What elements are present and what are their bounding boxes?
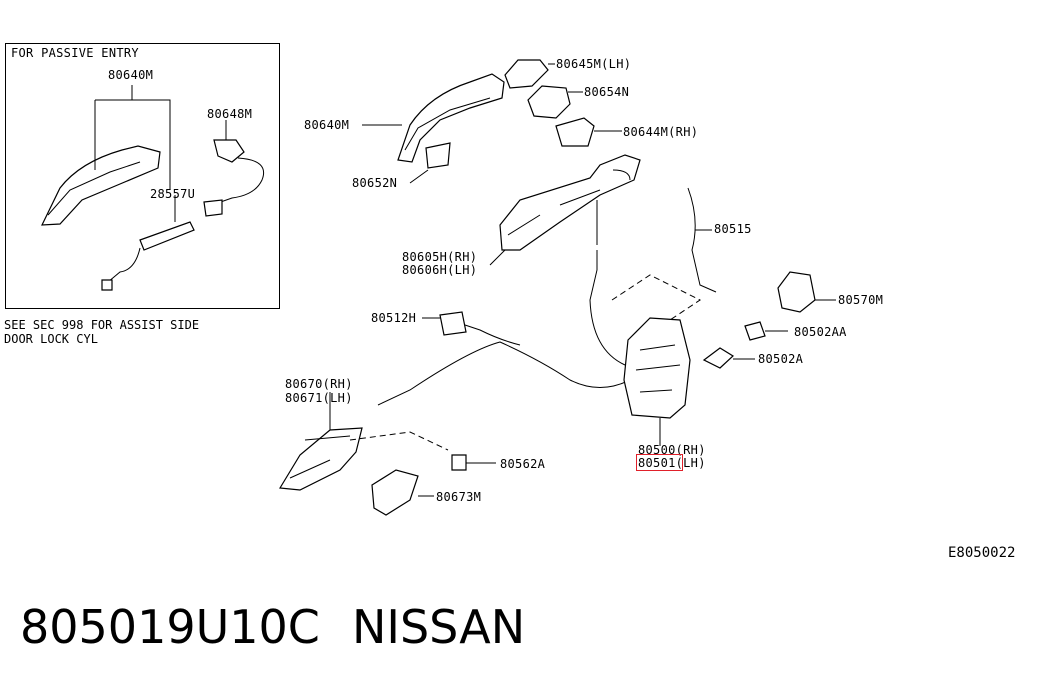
callout-80671[interactable]: 80671(LH) bbox=[285, 391, 353, 405]
diagram-code: E8050022 bbox=[948, 545, 1016, 561]
callout-80515[interactable]: 80515 bbox=[714, 222, 752, 236]
passive-entry-inset bbox=[5, 43, 280, 309]
handle-bracket-drawing bbox=[489, 154, 641, 266]
callout-80502aa[interactable]: 80502AA bbox=[794, 325, 847, 339]
callout-80645m[interactable]: 80645M(LH) bbox=[556, 57, 632, 71]
callout-80570m[interactable]: 80570M bbox=[838, 293, 884, 307]
callout-80502a[interactable]: 80502A bbox=[758, 352, 804, 366]
callout-80644m[interactable]: 80644M(RH) bbox=[623, 125, 699, 139]
callout-80654n[interactable]: 80654N bbox=[584, 85, 630, 99]
cable-drawing bbox=[377, 250, 631, 406]
inset-label-28557u: 28557U bbox=[150, 187, 196, 201]
callout-80640m[interactable]: 80640M bbox=[304, 118, 350, 132]
callout-80606h[interactable]: 80606H(LH) bbox=[402, 263, 478, 277]
callout-80501[interactable]: 80501(LH) bbox=[638, 456, 706, 470]
callout-80673m[interactable]: 80673M bbox=[436, 490, 482, 504]
callout-80562a[interactable]: 80562A bbox=[500, 457, 546, 471]
part-number: 805019U10C bbox=[20, 600, 320, 654]
inside-handle-drawing bbox=[278, 311, 496, 516]
callout-80512h[interactable]: 80512H bbox=[371, 311, 417, 325]
assist-side-note-line1: SEE SEC 998 FOR ASSIST SIDE bbox=[4, 318, 200, 332]
callout-80652n[interactable]: 80652N bbox=[352, 176, 398, 190]
callout-80605h[interactable]: 80605H(RH) bbox=[402, 250, 478, 264]
inset-title: FOR PASSIVE ENTRY bbox=[11, 46, 139, 60]
striker-drawing bbox=[702, 271, 836, 369]
assist-side-note-line2: DOOR LOCK CYL bbox=[4, 332, 98, 346]
callout-80500[interactable]: 80500(RH) bbox=[638, 443, 706, 457]
brand-name: NISSAN bbox=[352, 600, 526, 654]
inset-label-80648m: 80648M bbox=[207, 107, 253, 121]
callout-80670[interactable]: 80670(RH) bbox=[285, 377, 353, 391]
inset-handle-drawing bbox=[41, 85, 171, 226]
escutcheon-drawing bbox=[504, 59, 622, 147]
inset-antenna-drawing bbox=[101, 195, 195, 291]
door-lock-actuator-drawing bbox=[611, 274, 701, 446]
highlight-box-80501 bbox=[636, 454, 683, 471]
inset-label-80640m: 80640M bbox=[108, 68, 154, 82]
outside-handle-drawing bbox=[362, 73, 505, 184]
inset-sensor-drawing bbox=[203, 120, 264, 217]
rod-drawing bbox=[687, 187, 717, 293]
